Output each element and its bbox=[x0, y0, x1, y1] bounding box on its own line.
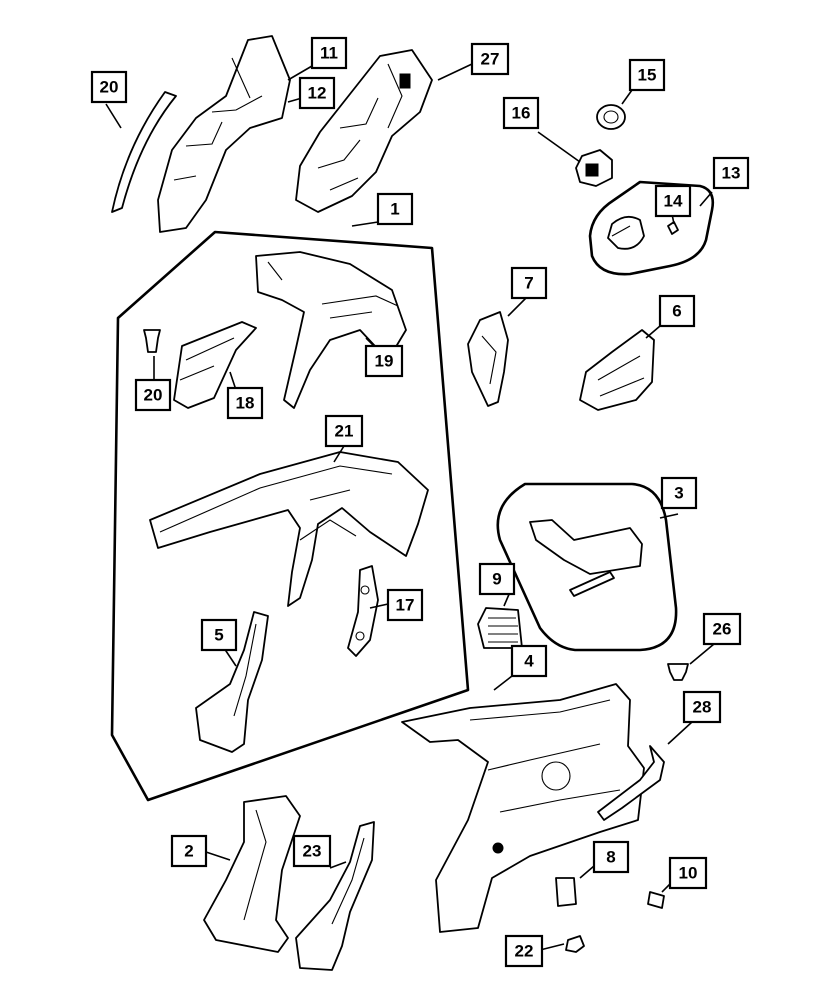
svg-text:20: 20 bbox=[144, 386, 163, 405]
callout-3: 3 bbox=[660, 476, 698, 510]
svg-text:3: 3 bbox=[674, 484, 683, 503]
part-5-pillar bbox=[195, 611, 269, 753]
callout-6: 6 bbox=[658, 294, 696, 328]
svg-text:10: 10 bbox=[679, 864, 698, 883]
callout-10: 10 bbox=[668, 856, 708, 890]
callout-19: 19 bbox=[364, 344, 404, 378]
part-14-fuel-door bbox=[607, 215, 645, 250]
part-2-pillar-outer bbox=[203, 795, 301, 953]
svg-text:18: 18 bbox=[236, 394, 255, 413]
callout-18: 18 bbox=[226, 386, 264, 420]
svg-text:28: 28 bbox=[693, 698, 712, 717]
callout-12: 12 bbox=[298, 76, 336, 110]
svg-text:16: 16 bbox=[512, 104, 531, 123]
svg-text:4: 4 bbox=[524, 652, 534, 671]
svg-text:13: 13 bbox=[722, 164, 741, 183]
svg-text:5: 5 bbox=[214, 626, 223, 645]
part-26-plug bbox=[667, 663, 689, 681]
callout-7: 7 bbox=[510, 266, 548, 300]
part-7-bracket bbox=[467, 311, 509, 407]
callout-24: 20 bbox=[90, 70, 128, 104]
part-8-clip bbox=[555, 877, 577, 907]
part-18-bracket bbox=[173, 321, 257, 409]
svg-text:19: 19 bbox=[375, 352, 394, 371]
callout-27: 27 bbox=[470, 42, 510, 76]
part-4-quarter-panel bbox=[401, 683, 645, 933]
callout-11: 11 bbox=[310, 36, 348, 70]
part-17-reinforcement bbox=[347, 565, 379, 657]
part-27-wheelhouse-inner bbox=[295, 49, 433, 213]
part-10-clip bbox=[647, 891, 665, 909]
part-23-pillar-inner bbox=[295, 821, 375, 971]
callout-15: 15 bbox=[628, 58, 666, 92]
svg-text:22: 22 bbox=[515, 942, 534, 961]
callout-1: 1 bbox=[376, 192, 414, 226]
svg-text:20: 20 bbox=[100, 78, 119, 97]
part-22-fastener bbox=[565, 935, 585, 953]
part-24-weatherstrip bbox=[111, 91, 177, 213]
callout-21: 21 bbox=[324, 414, 364, 448]
callout-23: 23 bbox=[292, 834, 332, 868]
callout-9: 9 bbox=[478, 562, 516, 596]
svg-text:12: 12 bbox=[308, 84, 327, 103]
callout-13: 13 bbox=[712, 156, 750, 190]
callout-5: 5 bbox=[200, 618, 238, 652]
callout-22: 22 bbox=[504, 934, 544, 968]
part-3-extension bbox=[529, 519, 643, 575]
svg-text:26: 26 bbox=[713, 620, 732, 639]
svg-text:2: 2 bbox=[184, 842, 193, 861]
svg-text:27: 27 bbox=[481, 50, 500, 69]
svg-text:11: 11 bbox=[320, 44, 338, 63]
part-21-inner-frame bbox=[149, 451, 429, 607]
svg-text:6: 6 bbox=[672, 302, 681, 321]
svg-text:1: 1 bbox=[390, 200, 399, 219]
assembly-3-outline bbox=[496, 482, 678, 652]
assembly-13-outline bbox=[588, 180, 715, 276]
svg-text:8: 8 bbox=[606, 848, 615, 867]
callout-20: 20 bbox=[134, 378, 172, 412]
svg-text:9: 9 bbox=[492, 570, 501, 589]
callout-28: 28 bbox=[682, 690, 722, 724]
svg-text:17: 17 bbox=[396, 596, 415, 615]
svg-text:23: 23 bbox=[303, 842, 322, 861]
part-11-wheelhouse-liner bbox=[157, 35, 291, 233]
assembly-1-outline bbox=[110, 230, 470, 802]
svg-text:15: 15 bbox=[638, 66, 657, 85]
callout-16: 16 bbox=[502, 96, 540, 130]
callout-26: 26 bbox=[702, 612, 742, 646]
part-20-fastener bbox=[143, 329, 161, 353]
callout-4: 4 bbox=[510, 644, 548, 678]
callout-14: 14 bbox=[654, 184, 692, 218]
callout-17: 17 bbox=[386, 588, 424, 622]
svg-text:14: 14 bbox=[664, 192, 683, 211]
part-19-inner-panel bbox=[255, 251, 407, 409]
part-28-molding bbox=[597, 745, 665, 821]
part-6-support bbox=[579, 329, 655, 411]
svg-text:7: 7 bbox=[524, 274, 533, 293]
callout-2: 2 bbox=[170, 834, 208, 868]
part-15-gasket bbox=[596, 104, 626, 130]
callout-8: 8 bbox=[592, 840, 630, 874]
svg-text:21: 21 bbox=[335, 422, 354, 441]
